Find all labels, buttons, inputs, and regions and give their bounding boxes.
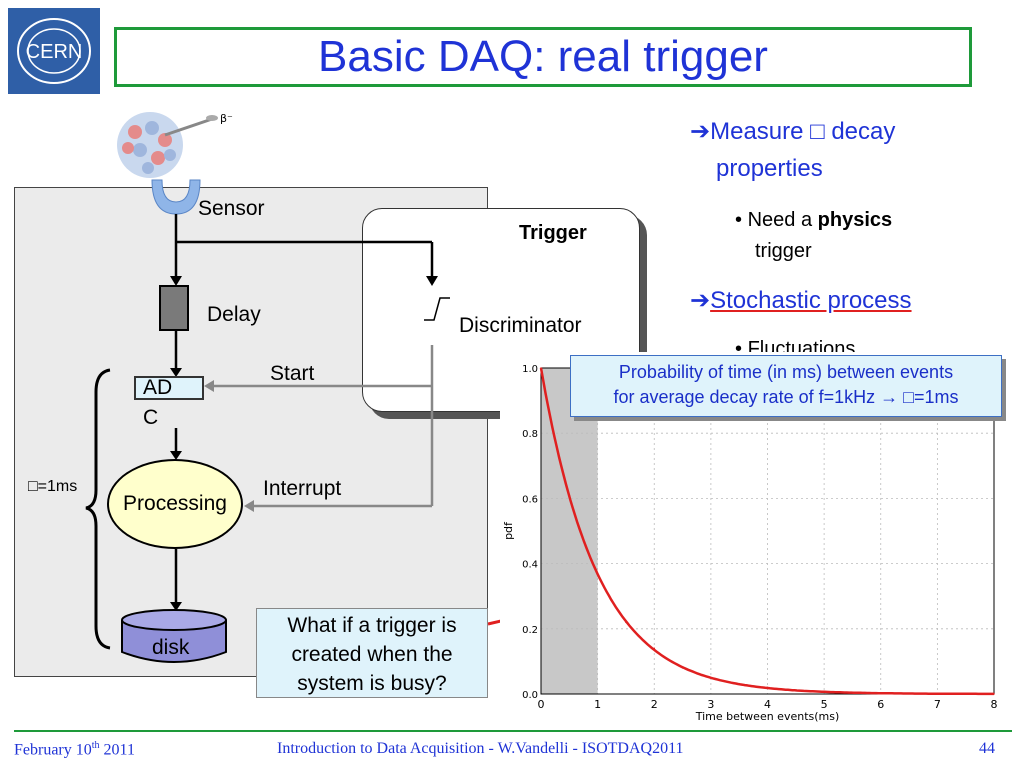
start-label: Start [270,362,315,385]
y-tick-label-0: 0.0 [522,690,538,701]
logo-text: CERN [26,41,83,63]
footer-date-year: 2011 [99,741,135,759]
stochastic-link[interactable]: Stochastic process [710,287,912,314]
arrow-bullet-icon: ➔ [690,287,711,314]
footer-rule [14,730,1012,732]
data-point-2 [568,494,571,496]
probability-line-2: for average decay rate of f=1kHz → □=1ms [613,387,959,407]
data-point-5 [625,621,627,624]
data-point-7 [681,667,684,669]
processing-label: Processing [123,492,227,515]
x-tick-label-6: 6 [877,698,884,711]
sub-bullet-fluct: • Fluctuations [735,338,855,354]
bullet-measure-text: Measure □ decay [710,118,896,145]
adc-box [134,376,204,400]
arrow-adc [170,368,182,377]
bullet-measure-cont: properties [716,155,823,182]
arrow-interrupt [244,500,254,512]
interrupt-label: Interrupt [263,477,342,500]
arrow-discriminator [426,276,438,286]
footer-center: Introduction to Data Acquisition - W.Van… [277,740,684,757]
arrow-disk [170,602,182,611]
y-tick-label-5: 1.0 [522,364,538,375]
slide-title: Basic DAQ: real trigger [318,32,768,81]
disk-label: disk [152,636,190,659]
x-tick-label-8: 8 [991,698,998,711]
x-tick-label-2: 2 [651,698,658,711]
footer-date-main: February 10 [14,741,92,759]
probability-line-1: Probability of time (in ms) between even… [618,362,954,382]
sensor-cup [151,179,201,215]
beta-label: β⁻ [220,112,233,125]
data-point-14 [993,693,995,695]
x-tick-label-0: 0 [538,698,545,711]
data-point-11 [823,690,825,693]
delay-label: Delay [207,303,261,326]
y-axis-label: pdf [502,521,515,540]
arrow-start [204,380,214,392]
y-tick-label-2: 0.4 [522,560,538,571]
data-point-10 [766,686,769,689]
sub-bullet-need-cont: trigger [755,240,812,262]
data-point-13 [936,692,939,695]
sub-bullet-need: • Need a physics [735,209,892,232]
sensor-label: Sensor [198,197,265,220]
footer-date: February 10th 2011 [14,740,135,759]
data-point-0 [540,367,542,369]
footer-date-sup: th [91,740,100,751]
brace [85,368,111,650]
arrow-delay [170,276,182,286]
data-point-9 [738,683,740,686]
x-tick-label-4: 4 [764,698,771,711]
x-tick-label-1: 1 [594,698,601,711]
cern-logo-mark: CERN [17,18,91,84]
x-tick-label-5: 5 [821,698,828,711]
probability-callout: Probability of time (in ms) between even… [570,355,1002,417]
fluct-text: Fluctuations [747,338,856,354]
cern-logo: CERN [8,8,100,94]
title-frame: Basic DAQ: real trigger [114,27,972,87]
discriminator-label: Discriminator [459,314,582,337]
disk-icon [121,609,227,663]
data-point-3 [582,539,585,542]
y-tick-label-3: 0.6 [522,494,538,505]
x-tick-label-7: 7 [934,698,941,711]
trigger-title: Trigger [519,222,587,244]
data-point-12 [879,692,882,695]
delay-box [159,285,189,331]
dot-bullet-icon: • [735,338,743,354]
question-callout: What if a trigger is created when the sy… [256,608,488,698]
bullet-measure: ➔Measure □ decay [690,117,895,146]
adc-label-top: AD [143,376,173,399]
y-tick-label-1: 0.2 [522,625,538,636]
arrow-bullet-icon: ➔ [690,118,711,145]
footer-page: 44 [979,740,995,757]
need-bold-text: physics [817,209,893,231]
processing-node: Processing [107,459,243,549]
bullet-stochastic: ➔Stochastic process [690,286,912,315]
x-axis-label: Time between events(ms) [695,710,840,723]
adc-label-bottom: C [143,406,159,429]
data-point-1 [554,438,556,441]
nucleus-icon [117,112,218,178]
x-tick-label-3: 3 [707,698,714,711]
data-point-6 [653,647,656,650]
dot-bullet-icon: • [735,209,743,231]
data-point-4 [596,572,599,575]
y-tick-label-4: 0.8 [522,429,538,440]
data-point-8 [710,676,712,679]
discriminator-symbol [424,297,450,321]
need-text: Need a [747,209,818,231]
tau-label: □=1ms [28,478,78,495]
arrow-processing [170,451,182,460]
